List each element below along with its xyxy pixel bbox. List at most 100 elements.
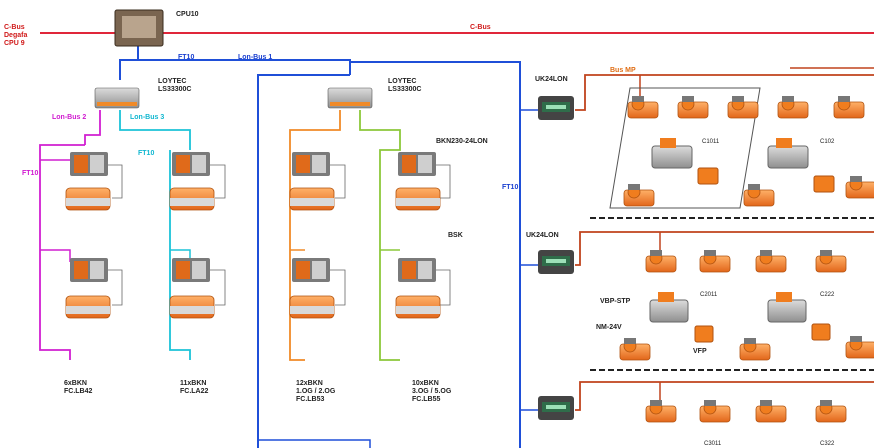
lonbus2-wire-b <box>39 144 85 360</box>
lonbus1-label: Lon-Bus 1 <box>238 54 273 61</box>
loytec-right-label-1: LOYTEC <box>388 78 417 85</box>
ft10-right-label: FT10 <box>502 184 519 191</box>
sensor-module[interactable] <box>811 323 831 341</box>
ft10-mid-label: FT10 <box>138 150 155 157</box>
bkn-device[interactable] <box>398 152 436 176</box>
cpu10-device[interactable] <box>114 9 164 47</box>
cpu-label: CPU10 <box>176 11 199 18</box>
c-label: C222 <box>820 292 835 298</box>
bsk-damper[interactable] <box>169 295 215 319</box>
mp-actuator[interactable] <box>645 249 677 273</box>
loytec-left-label-2: LS33300C <box>158 86 192 93</box>
bkn-device[interactable] <box>292 258 330 282</box>
bkn-device[interactable] <box>172 152 210 176</box>
c-label: C102 <box>820 139 835 145</box>
uk24lon-device[interactable] <box>538 250 574 274</box>
vav-box[interactable] <box>651 138 693 169</box>
vav-box[interactable] <box>767 292 807 323</box>
loytec-right-device[interactable] <box>327 87 373 109</box>
mp-actuator[interactable] <box>833 95 865 119</box>
cbus-left-label-1: C-Bus <box>4 24 25 31</box>
mp-actuator[interactable] <box>815 399 847 423</box>
mp-actuator[interactable] <box>845 175 874 199</box>
bkn-device[interactable] <box>70 152 108 176</box>
sensor-module[interactable] <box>697 167 719 185</box>
lonbus3-label: Lon-Bus 3 <box>130 114 165 121</box>
branch-orange-wire <box>289 110 341 361</box>
bsk-label: BSK <box>448 232 463 239</box>
bsk-damper[interactable] <box>169 187 215 211</box>
loytec-left-label-1: LOYTEC <box>158 78 187 85</box>
sensor-module[interactable] <box>813 175 835 193</box>
lonbus1-wire <box>138 59 351 75</box>
mp-actuator[interactable] <box>699 399 731 423</box>
lonbus2-label: Lon-Bus 2 <box>52 114 87 121</box>
mp-actuator[interactable] <box>627 95 659 119</box>
bkn-device[interactable] <box>70 258 108 282</box>
mp-actuator[interactable] <box>699 249 731 273</box>
vav-box[interactable] <box>767 138 809 169</box>
uk24lon-label-2: UK24LON <box>526 232 559 239</box>
mp-actuator[interactable] <box>739 337 771 361</box>
lonbus2-tap-2 <box>40 249 71 262</box>
zone-outline <box>609 87 761 209</box>
mp-bus-3 <box>575 381 874 411</box>
mp-actuator[interactable] <box>623 183 655 207</box>
bsk-damper[interactable] <box>65 187 111 211</box>
mp-actuator[interactable] <box>755 249 787 273</box>
uk24lon-label-1: UK24LON <box>535 76 568 83</box>
ft10-top-wire <box>119 45 139 80</box>
mp-actuator[interactable] <box>815 249 847 273</box>
mp-actuator[interactable] <box>727 95 759 119</box>
branch-green-wire <box>359 110 401 361</box>
mp-actuator[interactable] <box>755 399 787 423</box>
bsk-damper[interactable] <box>289 295 335 319</box>
c-label: C2011 <box>700 292 718 298</box>
bsk-damper[interactable] <box>65 295 111 319</box>
lonbus1-left-drop <box>257 74 350 448</box>
mp-bus-2 <box>575 231 874 266</box>
uk24lon-device[interactable] <box>538 396 574 420</box>
loytec-left-device[interactable] <box>94 87 140 109</box>
lonbus1-bottom <box>258 439 371 448</box>
mp-actuator[interactable] <box>845 335 874 359</box>
vfp-label: VFP <box>693 348 707 355</box>
c-label: C322 <box>820 441 835 447</box>
bkn-device[interactable] <box>292 152 330 176</box>
mp-actuator[interactable] <box>743 183 775 207</box>
bkn-device[interactable] <box>398 258 436 282</box>
cbus-left-label-2: Degafa <box>4 32 28 39</box>
cbus-left-label-3: CPU 9 <box>4 40 25 47</box>
lonbus3-wire-a <box>119 110 191 150</box>
ft10-top-label: FT10 <box>178 54 195 61</box>
mp-actuator[interactable] <box>619 337 651 361</box>
lonbus1-right-drop <box>350 61 521 448</box>
mp-actuator[interactable] <box>777 95 809 119</box>
mp-actuator[interactable] <box>645 399 677 423</box>
vav-box[interactable] <box>649 292 689 323</box>
cbus-bus-label: C-Bus <box>470 24 491 31</box>
vbp-stp-label: VBP-STP <box>600 298 631 305</box>
nm24v-label: NM-24V <box>596 324 622 331</box>
bkn-device[interactable] <box>172 258 210 282</box>
lonbus2-wire-a <box>84 110 101 145</box>
mp-bus-1 <box>575 74 874 111</box>
bsk-damper[interactable] <box>395 295 441 319</box>
bus-mp-label: Bus MP <box>610 67 636 74</box>
bsk-damper[interactable] <box>395 187 441 211</box>
mp-actuator[interactable] <box>677 95 709 119</box>
c-label: C1011 <box>702 139 720 145</box>
c-label: C3011 <box>704 441 722 447</box>
sensor-module[interactable] <box>694 325 714 343</box>
bsk-damper[interactable] <box>289 187 335 211</box>
device-wires <box>108 164 451 306</box>
uk24lon-device[interactable] <box>538 96 574 120</box>
bkn-model-label: BKN230-24LON <box>436 138 488 145</box>
